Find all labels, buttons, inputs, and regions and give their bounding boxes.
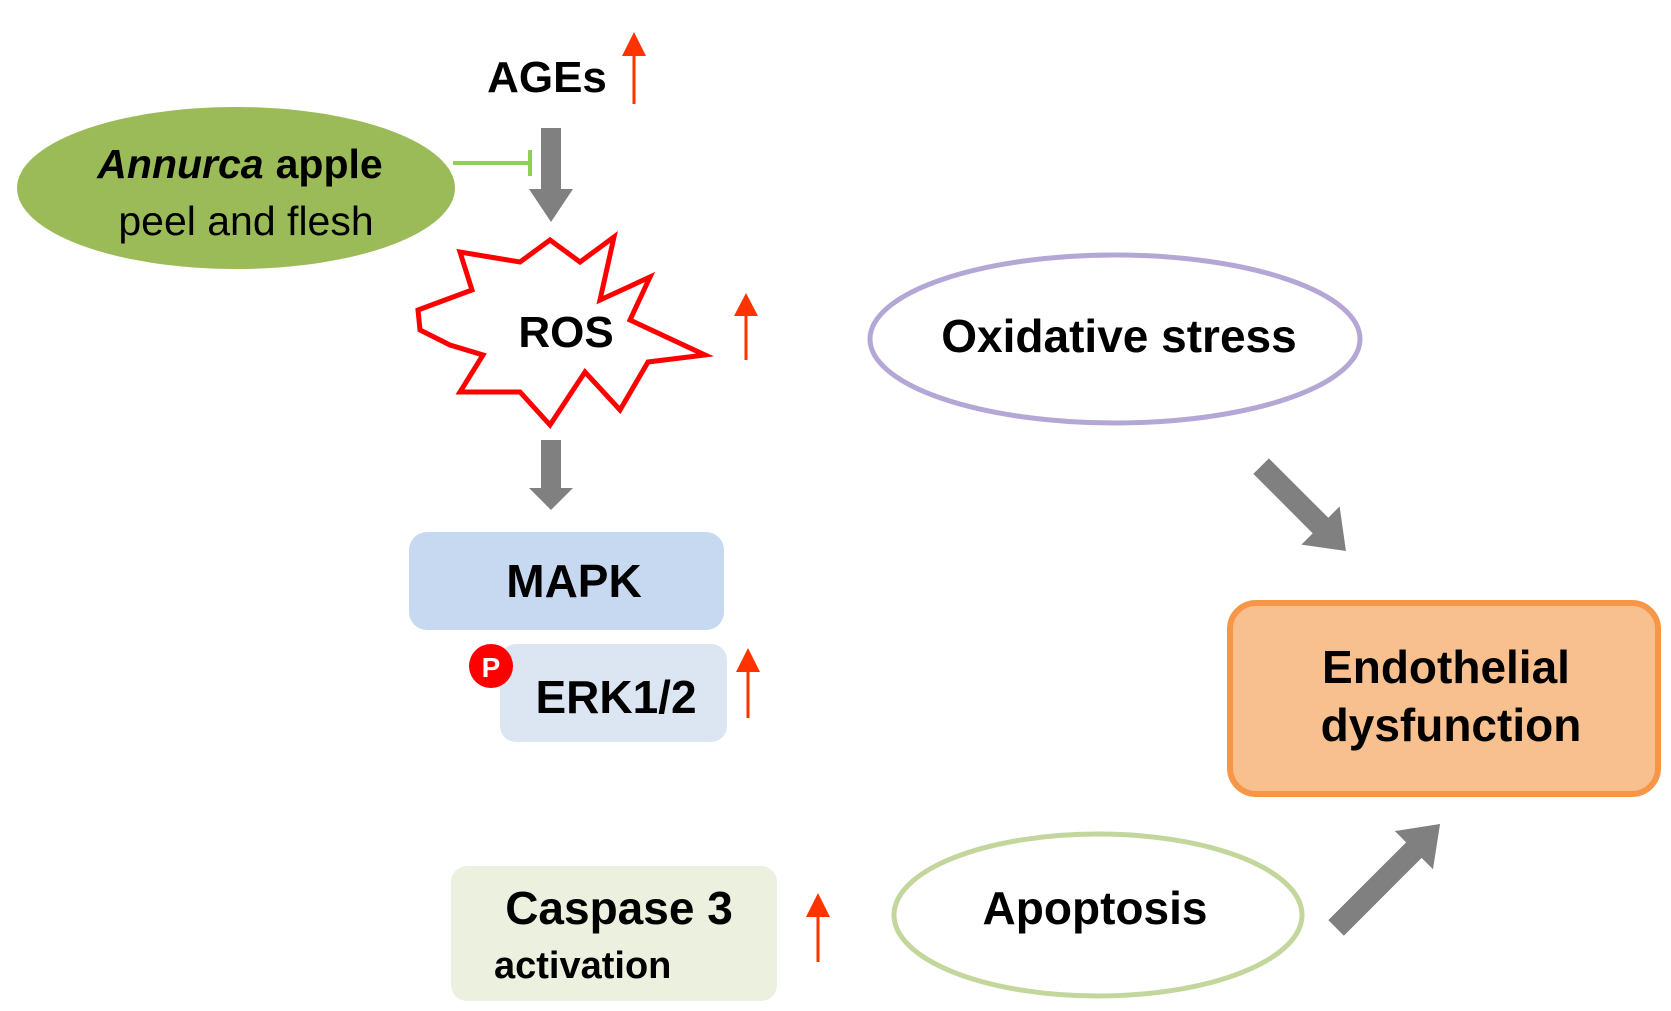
endothelial-line1: Endothelial	[1322, 641, 1570, 693]
erk-node: ERK1/2	[500, 644, 727, 742]
diagonal-arrow-icon	[1328, 823, 1441, 936]
apple-name-bold: apple	[276, 141, 383, 187]
apoptosis-node: Apoptosis	[891, 831, 1305, 999]
caspase-up-arrow-icon	[806, 893, 830, 962]
apple-name-italic: Annurca	[96, 141, 263, 187]
burst-star-icon	[415, 231, 714, 430]
mapk-node: MAPK	[409, 532, 724, 630]
oxidative-stress-label: Oxidative stress	[941, 310, 1296, 362]
inhibition-icon	[453, 150, 532, 176]
diagonal-arrow-icon	[1253, 458, 1346, 551]
down-arrow-icon	[529, 440, 573, 510]
mapk-label: MAPK	[506, 555, 641, 607]
ros-up-arrow-icon	[734, 293, 758, 360]
annurca-apple-node: Annurca apple peel and flesh	[17, 107, 455, 269]
phospho-badge-label: P	[482, 652, 501, 683]
apple-subtitle: peel and flesh	[118, 198, 373, 244]
ros-node: ROS	[415, 231, 714, 430]
phospho-badge-icon: P	[469, 644, 513, 688]
oxidative-stress-node: Oxidative stress	[867, 252, 1363, 426]
caspase-line2: activation	[494, 945, 671, 987]
down-arrow-icon	[529, 128, 573, 222]
ages-up-arrow-icon	[622, 32, 646, 104]
erk-label: ERK1/2	[535, 671, 696, 723]
endothelial-dysfunction-node: Endothelial dysfunction	[1227, 600, 1661, 797]
ros-label: ROS	[518, 308, 613, 357]
ages-label: AGEs	[487, 53, 607, 102]
caspase-line1: Caspase 3	[505, 882, 733, 934]
erk-up-arrow-icon	[736, 648, 760, 718]
apoptosis-label: Apoptosis	[983, 882, 1208, 934]
endothelial-line2: dysfunction	[1321, 699, 1582, 751]
caspase-node: Caspase 3 activation	[451, 866, 777, 1001]
